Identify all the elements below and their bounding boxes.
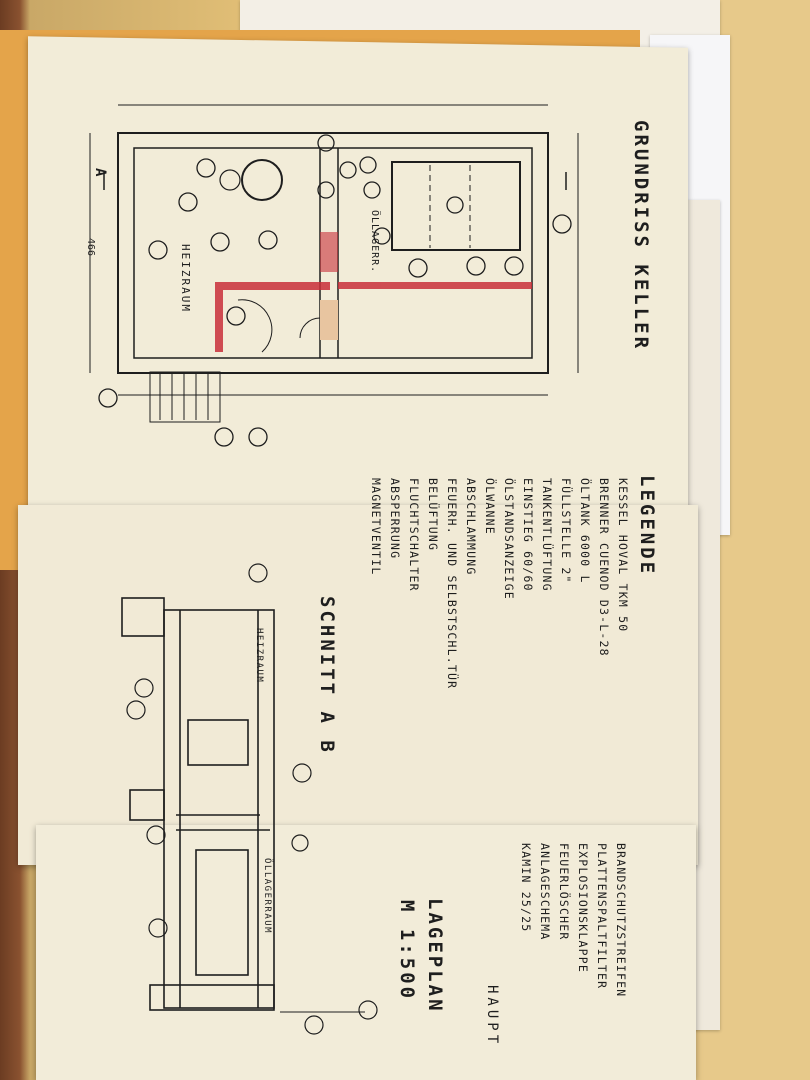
legend-item: BELÜFTUNG <box>426 478 440 552</box>
site-title: LAGEPLAN <box>424 898 446 1014</box>
plan-title: GRUNDRISS KELLER <box>630 120 652 352</box>
heizraum-label: HEIZRAUM <box>179 244 192 313</box>
page-middle <box>18 505 698 865</box>
legend-item: EXPLOSIONSKLAPPE <box>576 843 590 973</box>
legend-item: MAGNETVENTIL <box>369 478 383 576</box>
legend-item: FEUERH. UND SELBSTSCHL.TÜR <box>445 478 459 690</box>
oellager-label: ÖLLAGERR. <box>369 210 380 274</box>
legend-item: ABSCHLAMMUNG <box>464 478 478 576</box>
legend-item: PLATTENSPALTFILTER <box>595 843 609 990</box>
legend-item: FÜLLSTELLE 2" <box>559 478 573 584</box>
legend-item: ÖLWANNE <box>483 478 497 535</box>
legend-item: ÖLSTANDSANZEIGE <box>502 478 516 600</box>
section-title: SCHNITT A B <box>316 596 338 755</box>
legend-item: BRANDSCHUTZSTREIFEN <box>614 843 628 998</box>
legend-item: TANKENTLÜFTUNG <box>540 478 554 592</box>
legend-item: ABSPERRUNG <box>388 478 402 560</box>
legend-item: FLUCHTSCHALTER <box>407 478 421 592</box>
legend-item: EINSTIEG 60/60 <box>521 478 535 592</box>
legend-item: ÖLTANK 6000 L <box>578 478 592 584</box>
page-bottom <box>36 825 696 1080</box>
dim-left: 466 <box>85 238 96 257</box>
legend-item: FEUERLÖSCHER <box>557 843 571 941</box>
site-haupt: HAUPT <box>484 985 500 1048</box>
section-room1: HEIZRAUM <box>254 628 264 684</box>
legend-item: BRENNER CUENOD D3-L-28 <box>597 478 611 657</box>
legend-item: ANLAGESCHEMA <box>538 843 552 941</box>
section-room2: ÖLLAGERRAUM <box>262 858 272 935</box>
legend-title: LEGENDE <box>636 475 658 577</box>
site-scale: M 1:500 <box>396 900 418 1002</box>
legend-item: KESSEL HOVAL TKM 50 <box>616 478 630 633</box>
legend-item: KAMIN 25/25 <box>519 843 533 933</box>
section-marker-a: A <box>92 168 108 177</box>
